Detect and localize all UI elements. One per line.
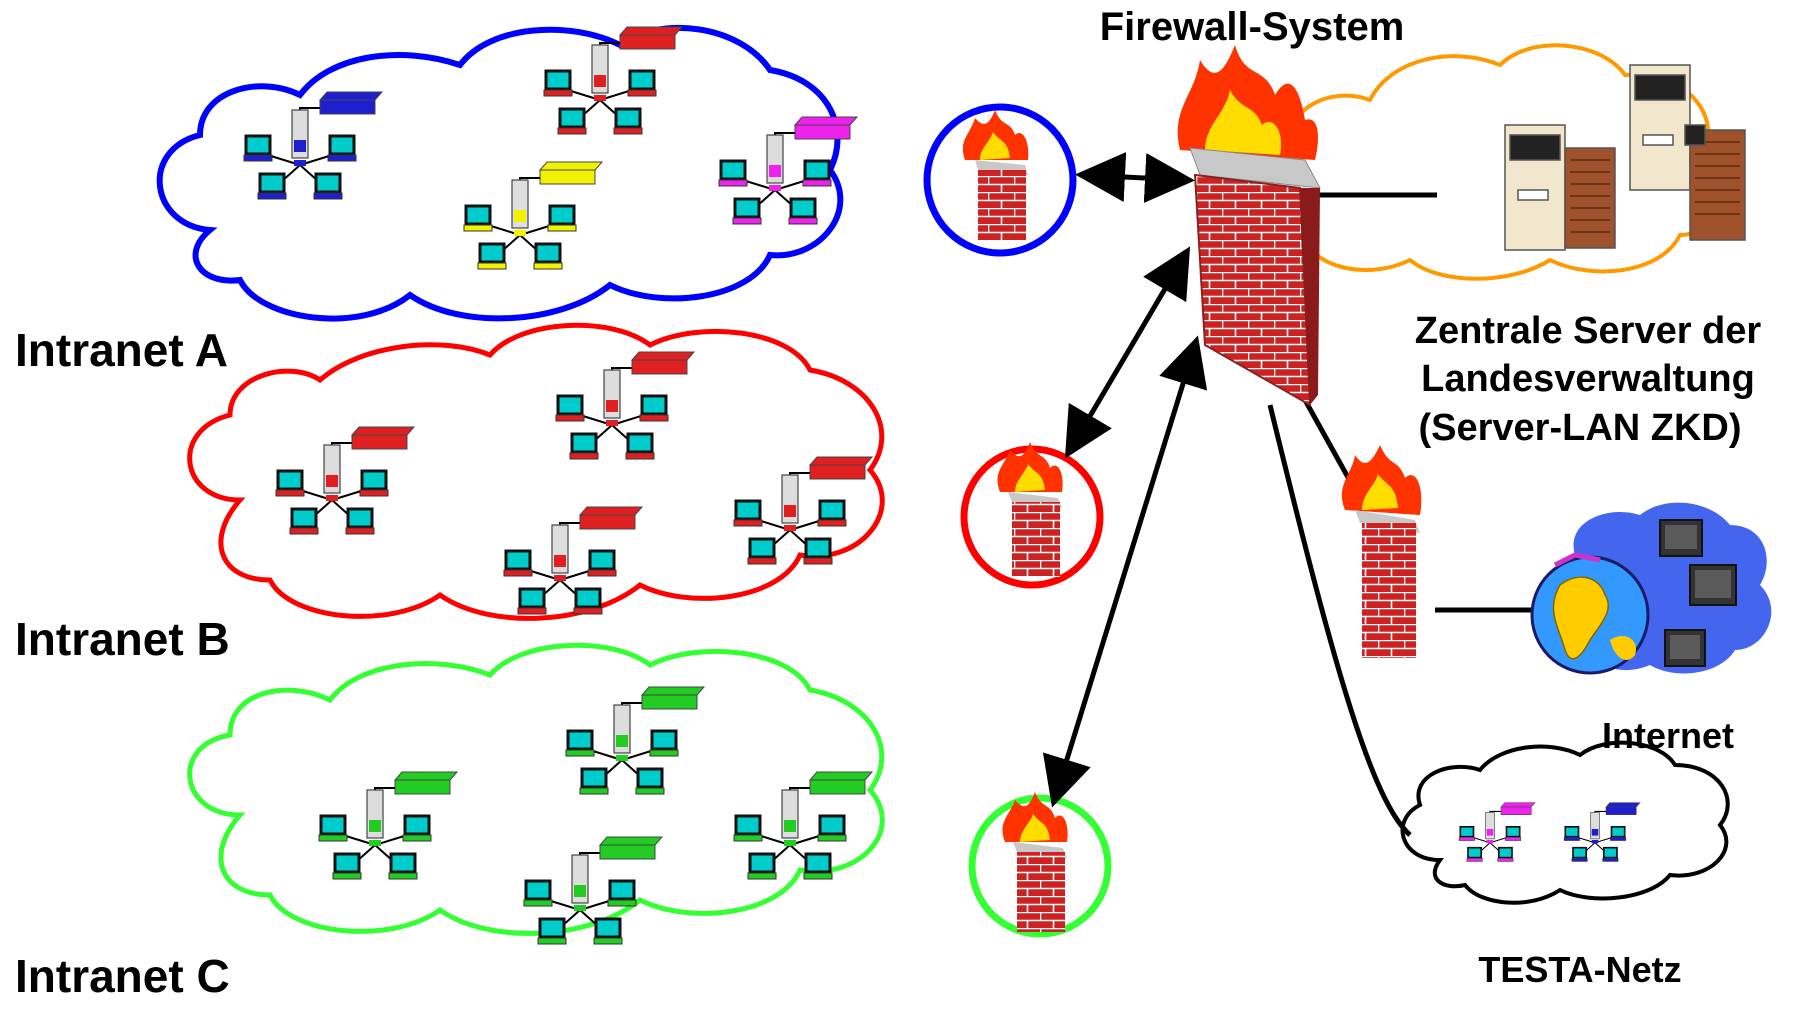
testa-label: TESTA-Netz	[1478, 949, 1681, 990]
connections	[1042, 152, 1535, 837]
central-firewall-icon	[1177, 45, 1321, 407]
workstation-network-icon	[733, 456, 874, 565]
workstation-network-icon	[503, 506, 644, 615]
server-lan-label-line-3: (Server-LAN ZKD)	[1418, 407, 1741, 449]
intranet-c-firewall-icon	[1002, 792, 1068, 932]
central-servers-icon	[1504, 64, 1746, 251]
intranet-b-firewall-icon	[997, 442, 1063, 577]
link-testa	[1267, 404, 1412, 837]
workstation-network-icon	[523, 836, 664, 945]
intranet-c-cloud	[187, 642, 885, 936]
workstation-network-icon	[733, 771, 874, 880]
testa-cloud	[1400, 740, 1730, 905]
workstation-network-icon	[555, 351, 696, 460]
firewall-system-title: Firewall-System	[1100, 5, 1405, 49]
intranet-b-label: Intranet B	[15, 613, 230, 665]
workstation-network-icon	[718, 116, 859, 225]
arrow-intranet-b	[1064, 246, 1191, 459]
intranet-c-label: Intranet C	[15, 950, 230, 1002]
workstation-network-icon	[565, 686, 706, 795]
internet-label: Internet	[1602, 715, 1734, 756]
workstation-network-icon	[243, 91, 384, 200]
workstation-network-icon	[1563, 802, 1641, 862]
workstation-network-icon	[463, 161, 604, 270]
workstation-network-icon	[543, 26, 684, 135]
intranet-b-cloud	[187, 322, 885, 621]
internet-firewall-icon	[1341, 445, 1422, 658]
intranet-a-label: Intranet A	[15, 324, 228, 376]
workstation-network-icon	[1458, 802, 1536, 862]
server-lan-label-line-1: Zentrale Server der	[1415, 310, 1762, 352]
intranet-a-firewall-icon	[962, 110, 1029, 240]
internet-globe-icon	[1530, 502, 1772, 675]
arrow-intranet-a	[1075, 152, 1195, 203]
workstation-networks	[243, 26, 1641, 945]
arrow-intranet-c	[1042, 335, 1208, 808]
link-internet-firewall	[1302, 398, 1358, 492]
server-lan-label-line-2: Landesverwaltung	[1421, 358, 1755, 400]
workstation-network-icon	[275, 426, 416, 535]
workstation-network-icon	[318, 771, 459, 880]
